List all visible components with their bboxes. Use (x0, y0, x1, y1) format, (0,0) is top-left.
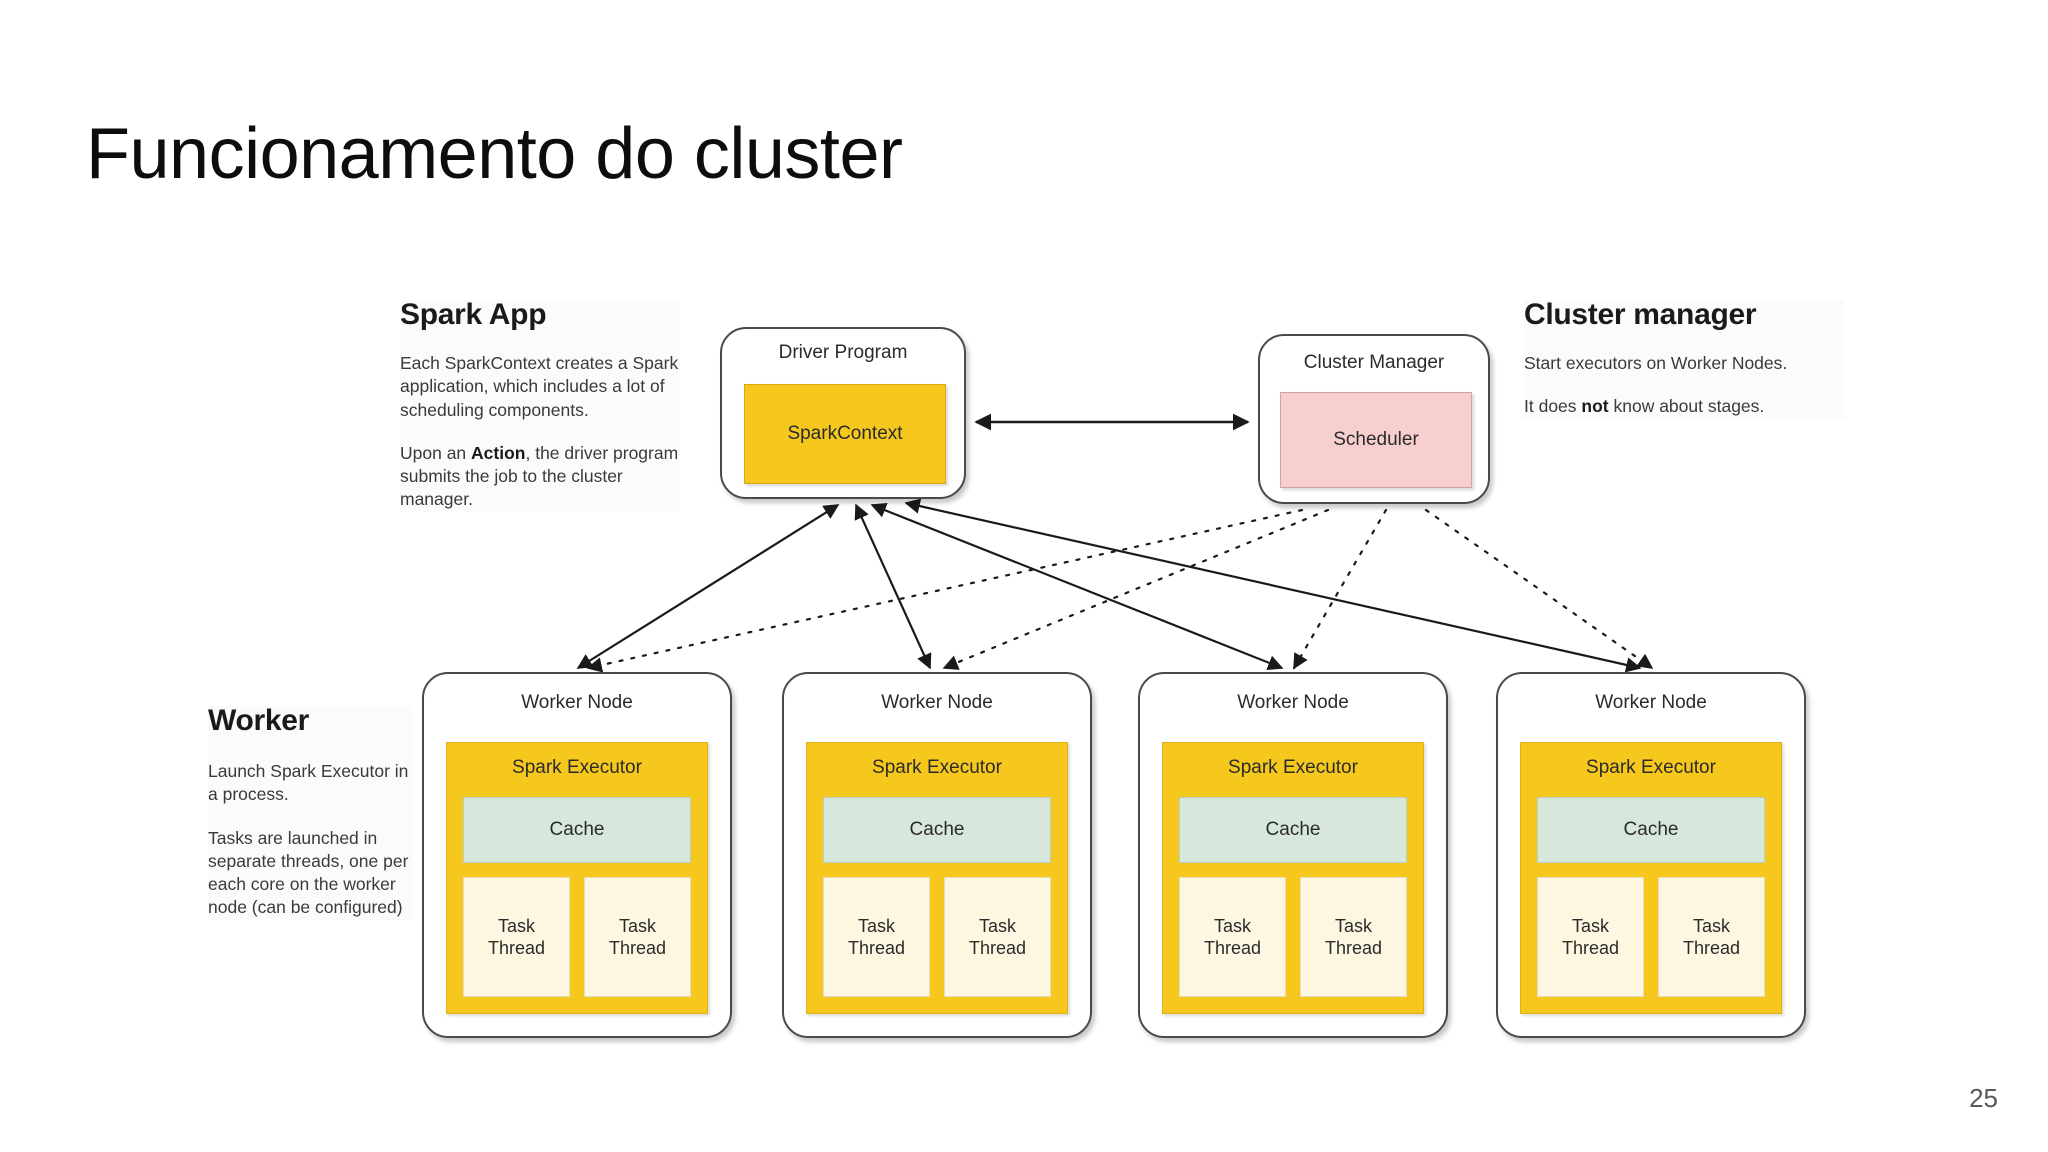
worker-paragraph-2: Tasks are launched in separate threads, … (208, 827, 409, 918)
arrow-driver-worker-2 (854, 503, 932, 670)
task-thread-line-2: Thread (487, 938, 546, 958)
worker-node-caption: Worker Node (1237, 692, 1349, 713)
task-thread-line-2: Thread (1682, 938, 1741, 958)
worker-paragraph-1: Launch Spark Executor in a process. (208, 761, 409, 805)
cluster-manager-paragraph-2-text: It does not know about stages. (1524, 396, 1765, 417)
cluster-manager-box[interactable]: Cluster Manager Scheduler (1258, 334, 1490, 504)
arrow-cm-worker-1 (586, 508, 1304, 673)
spark-app-paragraph-2-text: Upon an Action, the driver program submi… (400, 442, 679, 510)
task-thread-line-1: Task (978, 915, 1016, 936)
spark-app-annotation: Spark App Each SparkContext creates a Sp… (400, 300, 680, 512)
task-thread-line-1: Task (618, 915, 656, 936)
spark-executor-label: Spark Executor (872, 757, 1002, 778)
arrow-driver-worker-3 (870, 502, 1284, 671)
task-thread-line-2: Thread (1203, 938, 1262, 958)
scheduler-box[interactable]: Scheduler (1280, 392, 1472, 488)
arrow-driver-worker-1 (576, 504, 840, 669)
cache-box[interactable]: Cache (823, 797, 1051, 863)
cluster-manager-caption: Cluster Manager (1303, 352, 1445, 373)
spark-context-box[interactable]: SparkContext (744, 384, 946, 484)
cluster-manager-heading: Cluster manager (1524, 298, 1757, 331)
task-thread-line-1: Task (1334, 915, 1372, 936)
task-thread-line-1: Task (497, 915, 535, 936)
spark-executor-label: Spark Executor (512, 757, 642, 778)
task-thread-line-2: Thread (1324, 938, 1383, 958)
spark-app-paragraph-2: Upon an Action, the driver program submi… (400, 442, 680, 512)
task-thread-line-1: Task (1571, 915, 1609, 936)
task-thread-line-2: Thread (608, 938, 667, 958)
cache-box[interactable]: Cache (463, 797, 691, 863)
cache-box[interactable]: Cache (1179, 797, 1407, 863)
task-thread-line-2: Thread (1561, 938, 1620, 958)
worker-node-caption: Worker Node (1595, 692, 1707, 713)
cluster-manager-annotation: Cluster manager Start executors on Worke… (1524, 300, 1844, 419)
arrow-driver-worker-4 (904, 498, 1642, 673)
driver-program-box[interactable]: Driver Program SparkContext (720, 327, 966, 499)
arrow-cm-worker-2 (942, 508, 1330, 670)
page-number: 25 (1969, 1083, 1998, 1113)
driver-program-caption: Driver Program (778, 342, 908, 363)
worker-node-caption: Worker Node (881, 692, 993, 713)
cache-box[interactable]: Cache (1537, 797, 1765, 863)
cluster-manager-paragraph-1: Start executors on Worker Nodes. (1524, 353, 1788, 373)
task-thread-line-2: Thread (968, 938, 1027, 958)
page-title: Funcionamento do cluster (86, 114, 903, 194)
arrow-cm-worker-3 (1292, 508, 1388, 670)
spark-app-paragraph-1: Each SparkContext creates a Spark applic… (400, 353, 679, 420)
spark-app-heading: Spark App (400, 298, 547, 331)
task-thread-line-1: Task (1692, 915, 1730, 936)
task-thread-line-1: Task (1213, 915, 1251, 936)
arrow-cm-worker-4 (1424, 508, 1654, 670)
worker-annotation: Worker Launch Spark Executor in a proces… (208, 706, 413, 920)
task-thread-line-2: Thread (847, 938, 906, 958)
spark-executor-label: Spark Executor (1228, 757, 1358, 778)
spark-executor-label: Spark Executor (1586, 757, 1716, 778)
cluster-manager-paragraph-2: It does not know about stages. (1524, 395, 1844, 418)
task-thread-line-1: Task (857, 915, 895, 936)
worker-heading: Worker (208, 704, 310, 737)
worker-node-caption: Worker Node (521, 692, 633, 713)
